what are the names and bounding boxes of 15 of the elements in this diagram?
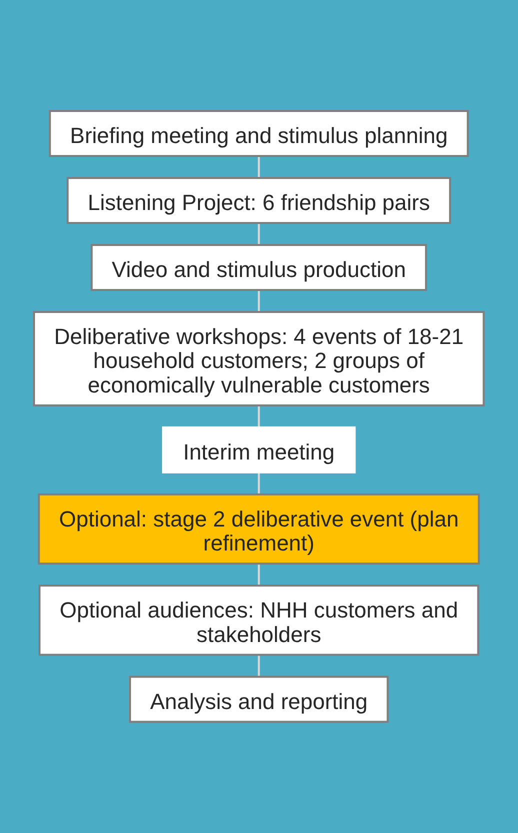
connector [258,654,260,677]
node-box: Optional audiences: NHH customers and stakeholders [38,584,480,656]
node-box: Interim meeting [162,426,356,474]
connector [258,223,260,246]
node-box: Briefing meeting and stimulus planning [49,110,469,158]
node-box: Listening Project: 6 friendship pairs [66,177,452,224]
node-box: Deliberative workshops: 4 events of 18-21 household customers; 2 groups of economically vulnerable customers [33,311,485,406]
connector [258,472,260,494]
node-box: Analysis and reporting [129,676,389,723]
connector [258,156,260,178]
connector [258,406,260,428]
node-box: Video and stimulus production [90,244,428,292]
node-box: Optional: stage 2 deliberative event (plan refinement) [38,494,480,565]
connector [258,564,260,586]
connector [258,290,260,312]
